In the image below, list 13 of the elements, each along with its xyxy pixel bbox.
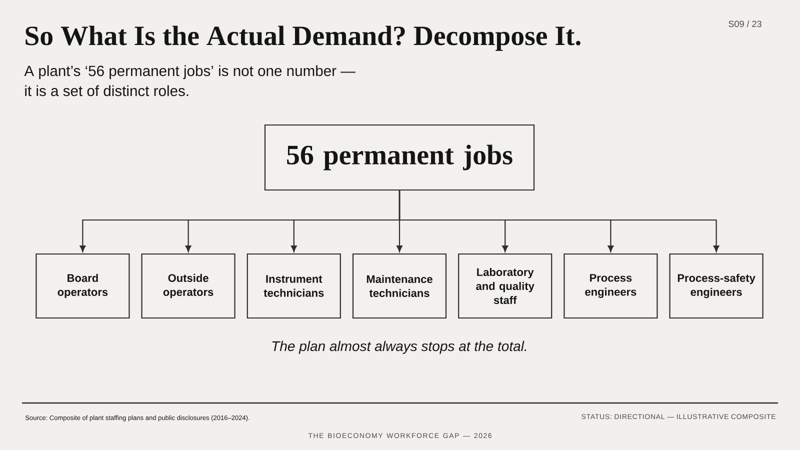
role-box: Outside operators: [141, 253, 236, 319]
role-box: Maintenance technicians: [352, 253, 447, 319]
caption: The plan almost always stops at the total.: [272, 340, 526, 354]
title: So What Is the Actual Demand? Decompose It.: [26, 26, 580, 51]
arrow: [398, 190, 720, 252]
page-number: S09 / 23: [728, 20, 762, 28]
subtitle: A plant’s ‘56 permanent jobs’ is not one number — it is a set of distinct roles.: [24, 65, 356, 96]
total-box: 56 permanent jobs: [264, 124, 535, 191]
role-box: Instrument technicians: [246, 253, 341, 319]
role-box: Board operators: [36, 253, 130, 319]
role-box: Process-safety engineers: [669, 253, 764, 319]
role-box: Laboratory and quality staff: [458, 253, 552, 319]
role-box: Process engineers: [564, 253, 658, 319]
